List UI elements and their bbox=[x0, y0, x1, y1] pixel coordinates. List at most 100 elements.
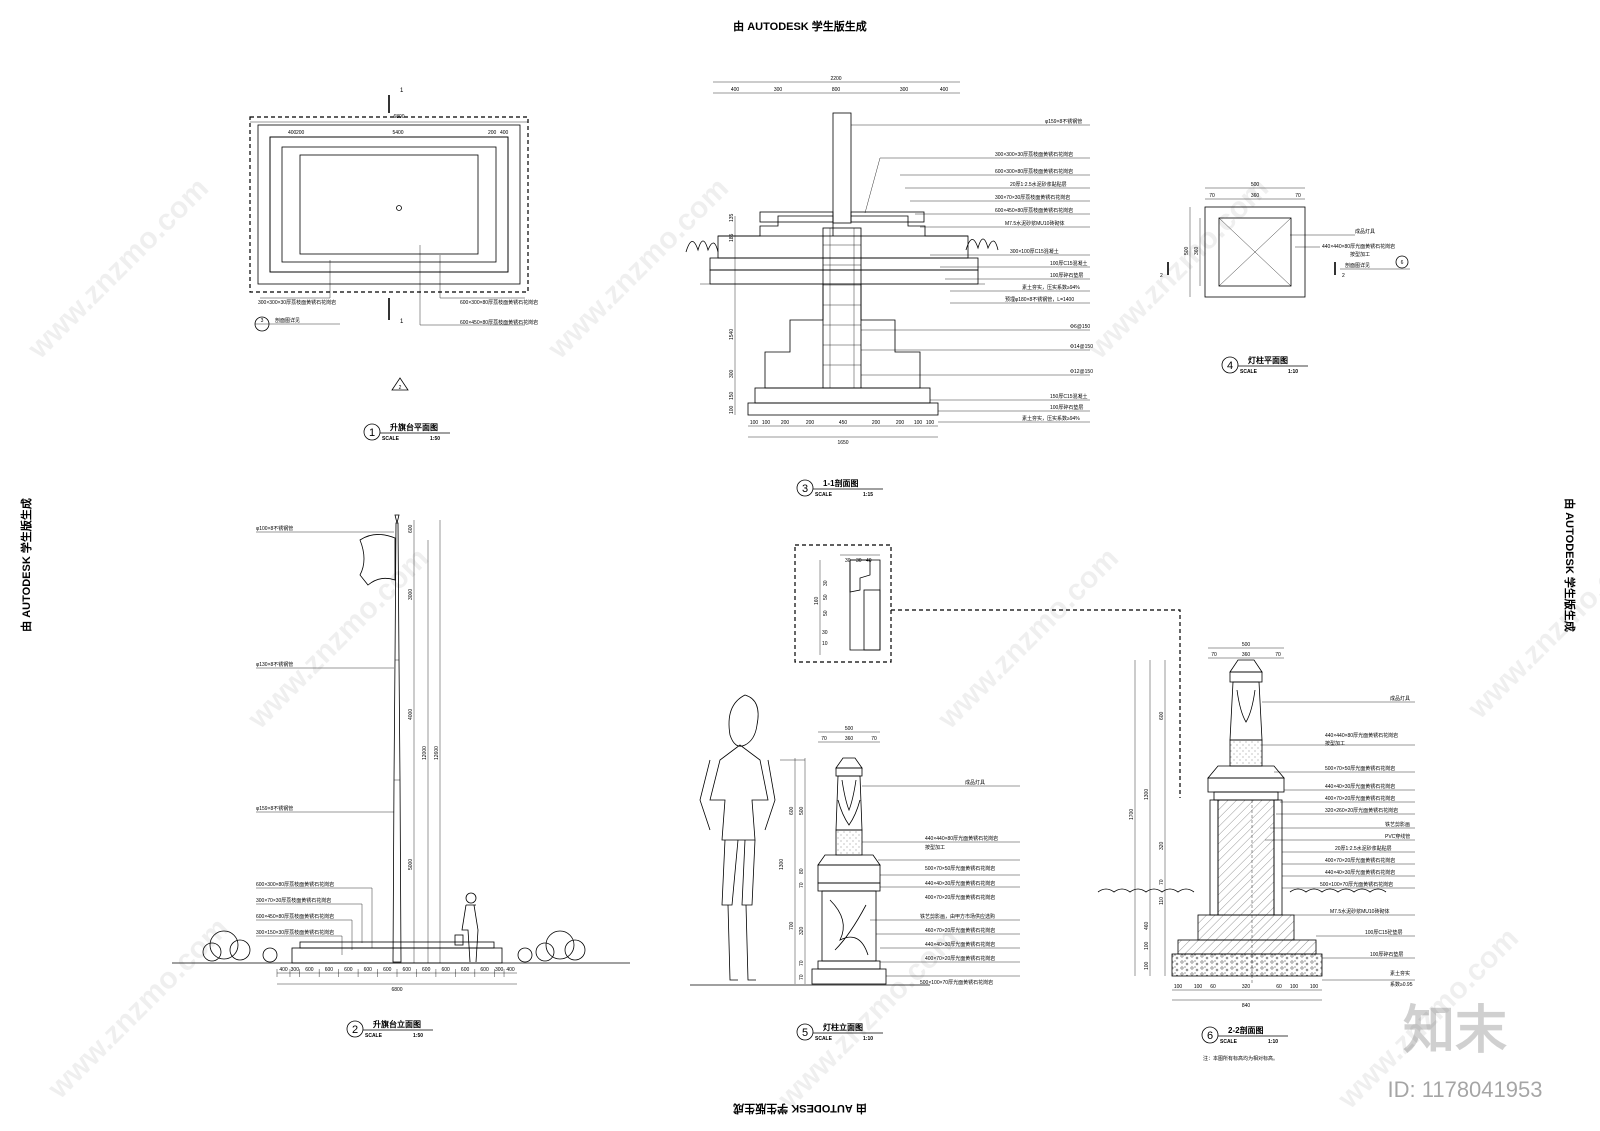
svg-text:1: 1 bbox=[400, 319, 404, 325]
drawing-number-circle bbox=[796, 1023, 814, 1041]
lamp-post-elevation: 500 70 360 70 600 500 1300 700 320 70 80… bbox=[690, 694, 1020, 986]
svg-text:200: 200 bbox=[488, 130, 497, 136]
svg-text:6800: 6800 bbox=[391, 987, 402, 993]
svg-text:300×100厚C15混凝土: 300×100厚C15混凝土 bbox=[1010, 248, 1059, 255]
svg-text:1650: 1650 bbox=[837, 440, 848, 446]
drawing-number: 5 bbox=[802, 1027, 808, 1039]
svg-text:360: 360 bbox=[1251, 193, 1260, 199]
dimension-label: 600 bbox=[305, 967, 314, 973]
svg-text:100厚C15砼垫层: 100厚C15砼垫层 bbox=[1365, 929, 1403, 936]
lamp-post bbox=[811, 757, 887, 985]
drawing-number: 6 bbox=[1207, 1030, 1213, 1042]
svg-text:1300: 1300 bbox=[779, 859, 785, 870]
svg-text:铁艺剪影画: 铁艺剪影画 bbox=[1385, 821, 1410, 828]
svg-text:700: 700 bbox=[789, 921, 795, 930]
svg-text:400: 400 bbox=[500, 130, 509, 136]
svg-text:按型加工: 按型加工 bbox=[925, 844, 945, 851]
svg-text:200: 200 bbox=[296, 130, 305, 136]
watermark-text: www.znzmo.com bbox=[241, 542, 435, 736]
svg-text:200: 200 bbox=[872, 420, 881, 426]
dimension-label: 600 bbox=[403, 967, 412, 973]
svg-text:1540: 1540 bbox=[729, 329, 735, 340]
svg-text:按型加工: 按型加工 bbox=[1325, 740, 1345, 747]
svg-text:600: 600 bbox=[789, 806, 795, 815]
svg-text:2: 2 bbox=[399, 385, 402, 391]
svg-text:M7.5水泥砂浆MU10砖砌体: M7.5水泥砂浆MU10砖砌体 bbox=[1330, 908, 1389, 915]
svg-text:50: 50 bbox=[823, 594, 829, 600]
scale-value: 1:10 bbox=[1288, 369, 1298, 375]
svg-text:70: 70 bbox=[1211, 652, 1217, 658]
banner-top: 由 AUTODESK 学生版生成 bbox=[733, 19, 867, 33]
drawing-title: 1-1剖面图 bbox=[823, 478, 859, 488]
svg-text:840: 840 bbox=[1242, 1003, 1251, 1009]
svg-text:50: 50 bbox=[823, 610, 829, 616]
svg-text:6: 6 bbox=[1401, 260, 1404, 266]
svg-text:500: 500 bbox=[1251, 182, 1260, 188]
svg-text:185: 185 bbox=[729, 233, 735, 242]
svg-text:素土夯实，压实系数≥94%: 素土夯实，压实系数≥94% bbox=[1022, 284, 1080, 291]
svg-text:600: 600 bbox=[408, 524, 414, 533]
svg-text:100: 100 bbox=[926, 420, 935, 426]
svg-text:60: 60 bbox=[1210, 984, 1216, 990]
svg-text:440×40×30厚光面黄锈石花岗岩: 440×40×30厚光面黄锈石花岗岩 bbox=[1325, 783, 1395, 790]
svg-text:70: 70 bbox=[871, 736, 877, 742]
svg-text:Φ12@150: Φ12@150 bbox=[1070, 369, 1093, 375]
svg-text:160: 160 bbox=[814, 596, 820, 605]
drawing-title: 灯柱立面图 bbox=[823, 1022, 863, 1032]
svg-text:预埋φ180×8不锈钢管，L=1400: 预埋φ180×8不锈钢管，L=1400 bbox=[1005, 296, 1074, 303]
watermark-text: www.znzmo.com bbox=[21, 172, 215, 366]
svg-text:按型加工: 按型加工 bbox=[1350, 251, 1370, 258]
svg-text:200: 200 bbox=[896, 420, 905, 426]
flagpole bbox=[392, 522, 402, 963]
drawing-number-circle bbox=[1201, 1026, 1219, 1044]
flagpole-center-mark bbox=[396, 205, 402, 211]
drawing-number: 4 bbox=[1227, 360, 1233, 372]
dimension-label: 400 bbox=[506, 967, 515, 973]
svg-text:300×300×30厚荔枝面黄锈石花岗岩: 300×300×30厚荔枝面黄锈石花岗岩 bbox=[995, 151, 1073, 158]
svg-text:100: 100 bbox=[1144, 961, 1150, 970]
svg-text:剖面图详见: 剖面图详见 bbox=[1345, 262, 1370, 269]
svg-text:2200: 2200 bbox=[830, 76, 841, 82]
svg-text:40: 40 bbox=[866, 558, 872, 564]
svg-text:360: 360 bbox=[1242, 652, 1251, 658]
svg-text:1: 1 bbox=[400, 88, 404, 94]
plan-outline bbox=[249, 116, 529, 293]
svg-text:110: 110 bbox=[1159, 897, 1165, 905]
svg-text:440×40×30厚光面黄锈石花岗岩: 440×40×30厚光面黄锈石花岗岩 bbox=[1325, 869, 1395, 876]
svg-text:30: 30 bbox=[845, 558, 851, 564]
svg-text:440×40×30厚光面黄锈石花岗岩: 440×40×30厚光面黄锈石花岗岩 bbox=[925, 880, 995, 887]
watermark-logo-block: 知末 ID: 1178041953 bbox=[1388, 1002, 1543, 1102]
svg-text:450: 450 bbox=[839, 420, 848, 426]
svg-text:440×40×30厚光面黄锈石花岗岩: 440×40×30厚光面黄锈石花岗岩 bbox=[925, 941, 995, 948]
svg-text:70: 70 bbox=[799, 882, 805, 888]
dimension-label: 600 bbox=[480, 967, 489, 973]
svg-text:150: 150 bbox=[729, 391, 735, 400]
svg-text:70: 70 bbox=[1159, 879, 1165, 885]
svg-text:3: 3 bbox=[261, 318, 264, 324]
drawing-title: 2-2剖面图 bbox=[1228, 1025, 1264, 1035]
flag bbox=[359, 534, 396, 586]
svg-text:φ159×8不锈钢管: φ159×8不锈钢管 bbox=[1045, 118, 1082, 125]
svg-text:Φ14@150: Φ14@150 bbox=[1070, 344, 1093, 350]
svg-text:600×300×80厚荔枝面黄锈石花岗岩: 600×300×80厚荔枝面黄锈石花岗岩 bbox=[460, 299, 538, 306]
svg-text:30: 30 bbox=[823, 580, 829, 586]
svg-text:30: 30 bbox=[856, 558, 862, 564]
svg-text:300×150×30厚荔枝面黄锈石花岗岩: 300×150×30厚荔枝面黄锈石花岗岩 bbox=[256, 929, 334, 936]
svg-text:300×300×30厚荔枝面黄锈石花岗岩: 300×300×30厚荔枝面黄锈石花岗岩 bbox=[258, 299, 336, 306]
watermark-text: www.znzmo.com bbox=[541, 172, 735, 366]
svg-text:10: 10 bbox=[822, 641, 828, 647]
watermark-text: www.znzmo.com bbox=[1081, 172, 1275, 366]
svg-text:500: 500 bbox=[1184, 246, 1190, 255]
svg-text:600: 600 bbox=[1159, 711, 1165, 720]
svg-text:100: 100 bbox=[914, 420, 923, 426]
svg-text:100: 100 bbox=[1174, 984, 1183, 990]
svg-text:400×70×20厚光面黄锈石花岗岩: 400×70×20厚光面黄锈石花岗岩 bbox=[1325, 795, 1395, 802]
scale-value: 1:10 bbox=[863, 1036, 873, 1042]
svg-text:70: 70 bbox=[1209, 193, 1215, 199]
watermark-text: www.znzmo.com bbox=[771, 922, 965, 1116]
scale-label: SCALE bbox=[382, 436, 400, 442]
banner-right: 由 AUTODESK 学生版生成 bbox=[1563, 498, 1577, 632]
svg-text:100厚C15混凝土: 100厚C15混凝土 bbox=[1050, 260, 1088, 267]
